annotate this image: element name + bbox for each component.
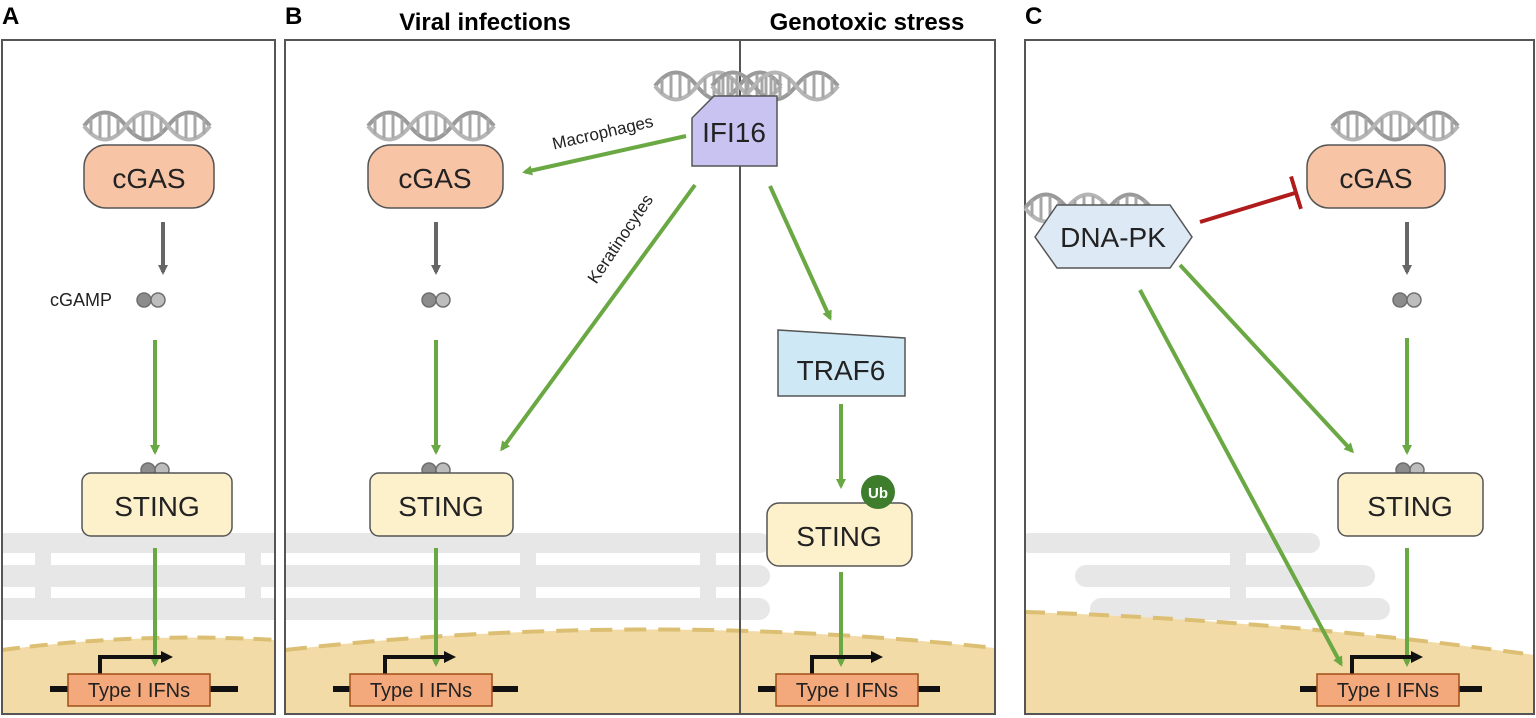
ifn-label: Type I IFNs (1337, 680, 1439, 702)
panel-b-letter: B (285, 3, 302, 30)
cgas-node (1306, 144, 1446, 209)
cgas-node (367, 144, 504, 209)
sting-node (81, 472, 233, 537)
panel-c-background (1025, 40, 1534, 714)
ubiquitin-label: Ub (868, 485, 888, 502)
ifn-label: Type I IFNs (370, 680, 472, 702)
ifi16-label: IFI16 (702, 117, 766, 148)
promoter-arrow-icon (383, 651, 456, 674)
panel-c-frame (1024, 39, 1535, 715)
viral-infections-title: Viral infections (399, 9, 571, 36)
panel-b-frame (284, 39, 996, 715)
promoter-arrow-icon (98, 651, 173, 674)
activation-arrow (1138, 289, 1343, 667)
sting-node (766, 502, 913, 567)
dnapk-label: DNA-PK (1060, 222, 1166, 253)
ubiquitin-badge (861, 475, 895, 509)
traf6-label: TRAF6 (797, 355, 886, 386)
cgas-label: cGAS (112, 163, 185, 194)
dnapk-node (1034, 204, 1193, 269)
promoter-arrow-icon (810, 651, 883, 674)
sting-label: STING (398, 491, 484, 522)
panel-a-frame (1, 39, 276, 715)
traf6-node (777, 329, 906, 397)
activation-arrow (768, 185, 832, 321)
sting-node (369, 472, 514, 537)
panel-b: B Viral infections Genotoxic stress cGAS (284, 3, 996, 715)
sting-label: STING (114, 491, 200, 522)
inhibition-arrow (1199, 175, 1303, 224)
ifn-gene-box (775, 673, 919, 707)
ifn-label: Type I IFNs (796, 680, 898, 702)
cgas-label: cGAS (1339, 163, 1412, 194)
ifn-gene-box (67, 673, 211, 707)
genotoxic-stress-title: Genotoxic stress (770, 9, 965, 36)
sting-label: STING (1367, 491, 1453, 522)
cgamp-label: cGAMP (50, 290, 112, 310)
er-membrane (1025, 533, 1390, 620)
ifn-label: Type I IFNs (88, 680, 190, 702)
activation-arrow (500, 183, 697, 452)
ifn-gene-box (349, 673, 493, 707)
ifn-gene-box (1316, 673, 1460, 707)
er-membrane (2, 533, 275, 620)
panel-a-letter: A (2, 3, 19, 30)
cgas-label: cGAS (398, 163, 471, 194)
activation-arrow (522, 134, 687, 176)
cgas-node (83, 144, 215, 209)
ifi16-node (691, 95, 778, 167)
panel-c: C cGAS DNA-PK (1023, 3, 1535, 715)
sting-node (1337, 472, 1484, 537)
er-membrane (285, 533, 770, 620)
panel-c-letter: C (1025, 3, 1042, 30)
panel-a: A cGAS cGAMP STING Type I IFN (1, 3, 276, 715)
promoter-arrow-icon (1350, 651, 1423, 674)
activation-arrow (1178, 263, 1355, 454)
sting-label: STING (796, 521, 882, 552)
